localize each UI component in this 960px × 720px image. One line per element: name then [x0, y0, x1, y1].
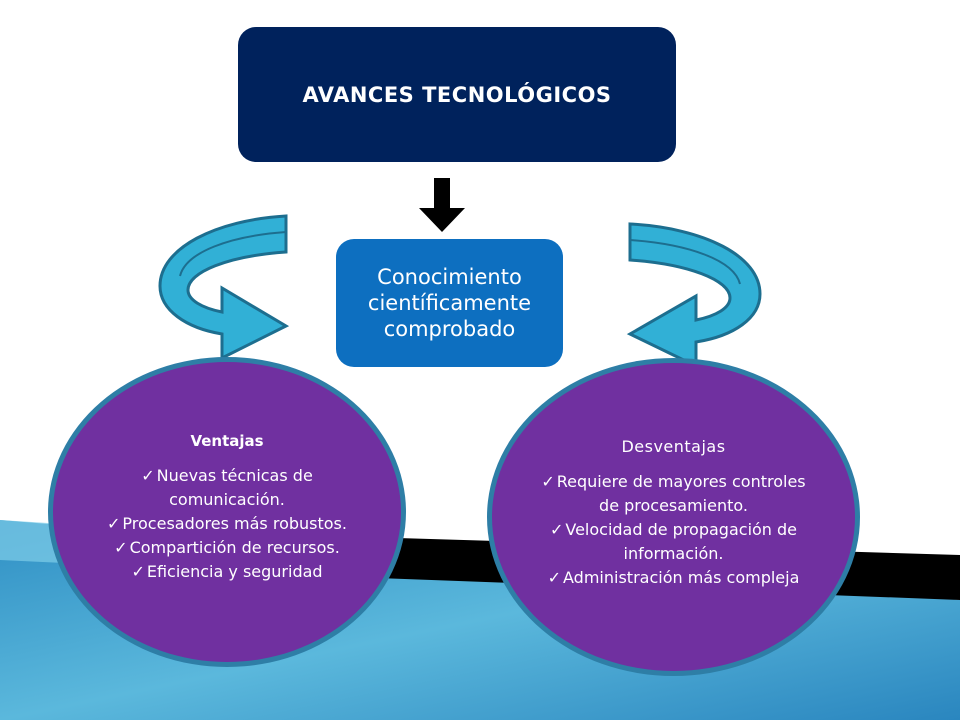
down-arrow-icon	[419, 178, 465, 232]
list-item: ✓Velocidad de propagación de información…	[536, 518, 811, 566]
list-item: ✓Compartición de recursos.	[93, 536, 361, 560]
list-item: ✓Administración más compleja	[536, 566, 811, 590]
center-line: Conocimiento	[377, 265, 522, 289]
list-item: ✓Nuevas técnicas de comunicación.	[93, 464, 361, 512]
desventajas-list: ✓Requiere de mayores controles de proces…	[536, 470, 811, 590]
ventajas-heading: Ventajas	[190, 432, 264, 450]
list-item-text: Nuevas técnicas de comunicación.	[156, 466, 313, 509]
check-icon: ✓	[131, 562, 145, 581]
check-icon: ✓	[141, 466, 155, 485]
check-icon: ✓	[541, 471, 555, 491]
check-icon: ✓	[107, 514, 121, 533]
ventajas-oval: Ventajas ✓Nuevas técnicas de comunicació…	[48, 357, 406, 667]
center-line: científicamente	[367, 291, 532, 315]
list-item: ✓Procesadores más robustos.	[93, 512, 361, 536]
list-item-text: Eficiencia y seguridad	[146, 562, 323, 581]
desventajas-oval: Desventajas ✓Requiere de mayores control…	[487, 358, 860, 676]
check-icon: ✓	[114, 538, 128, 557]
list-item-text: Administración más compleja	[563, 567, 800, 587]
title-box: AVANCES TECNOLÓGICOS	[238, 27, 676, 162]
list-item-text: Procesadores más robustos.	[122, 514, 347, 533]
center-box: Conocimiento científicamente comprobado	[336, 239, 563, 367]
check-icon: ✓	[547, 567, 562, 587]
ventajas-list: ✓Nuevas técnicas de comunicación. ✓Proce…	[93, 464, 361, 584]
list-item: ✓Eficiencia y seguridad	[93, 560, 361, 584]
list-item-text: Requiere de mayores controles de procesa…	[556, 471, 806, 515]
title-text: AVANCES TECNOLÓGICOS	[302, 82, 612, 107]
list-item-text: Compartición de recursos.	[129, 538, 340, 557]
center-line: comprobado	[383, 317, 516, 341]
list-item-text: Velocidad de propagación de información.	[565, 519, 798, 563]
desventajas-heading: Desventajas	[621, 436, 726, 456]
check-icon: ✓	[549, 519, 564, 539]
curved-arrow-left-icon	[158, 214, 290, 360]
curved-arrow-right-icon	[626, 222, 762, 368]
list-item: ✓Requiere de mayores controles de proces…	[536, 470, 811, 518]
